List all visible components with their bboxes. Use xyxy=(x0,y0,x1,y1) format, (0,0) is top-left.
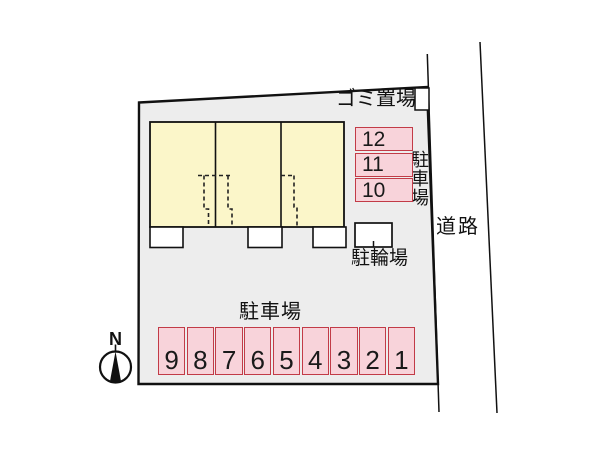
entrance-path-dashed-2 xyxy=(227,175,233,226)
entrance-porch-1 xyxy=(149,226,184,249)
parking-bottom-label: 駐車場 xyxy=(239,301,302,323)
entrance-porch-2 xyxy=(247,226,283,249)
parking-space-1: 1 xyxy=(387,327,415,375)
road-edge-left xyxy=(426,53,440,413)
parking-space-7: 7 xyxy=(215,327,243,375)
garbage-area-box xyxy=(414,87,430,111)
parking-space-number: 10 xyxy=(362,178,386,202)
parking-space-4: 4 xyxy=(301,327,329,375)
entrance-porch-3 xyxy=(312,226,347,249)
parking-space-number: 9 xyxy=(164,345,179,375)
parking-space-10: 10 xyxy=(355,178,413,202)
parking-right-label: 駐車場 xyxy=(409,150,429,207)
entrance-path-dashed-1 xyxy=(203,175,210,226)
compass-north-label: N xyxy=(109,329,122,349)
parking-space-number: 11 xyxy=(362,153,384,176)
parking-space-11: 11 xyxy=(355,152,413,177)
bicycle-parking-label: 駐輪場 xyxy=(351,248,409,269)
parking-space-number: 8 xyxy=(193,345,208,375)
parking-space-2: 2 xyxy=(359,327,387,375)
garbage-area-label: ゴミ置場 xyxy=(336,88,416,110)
compass xyxy=(98,344,133,384)
entrance-path-dashed-3 xyxy=(293,175,298,226)
parking-space-number: 6 xyxy=(250,345,265,375)
building-outline xyxy=(149,121,345,228)
road-edge-right xyxy=(479,41,498,414)
parking-space-number: 5 xyxy=(279,345,294,375)
parking-space-5: 5 xyxy=(272,327,301,375)
parking-space-9: 9 xyxy=(158,327,186,375)
parking-space-3: 3 xyxy=(330,327,358,375)
road-label: 道路 xyxy=(436,216,480,238)
parking-space-number: 4 xyxy=(307,345,323,375)
parking-space-8: 8 xyxy=(186,327,214,375)
compass-needle-icon xyxy=(109,351,122,383)
parking-space-number: 7 xyxy=(221,345,237,375)
parking-space-number: 12 xyxy=(362,127,386,151)
parking-space-number: 3 xyxy=(336,345,352,375)
parking-space-12: 12 xyxy=(355,127,413,151)
parking-space-6: 6 xyxy=(244,327,272,375)
parking-space-number: 1 xyxy=(394,345,409,375)
parking-row: 9 8 7 6 5 4 3 2 1 xyxy=(158,327,415,375)
parking-space-number: 2 xyxy=(365,345,380,375)
